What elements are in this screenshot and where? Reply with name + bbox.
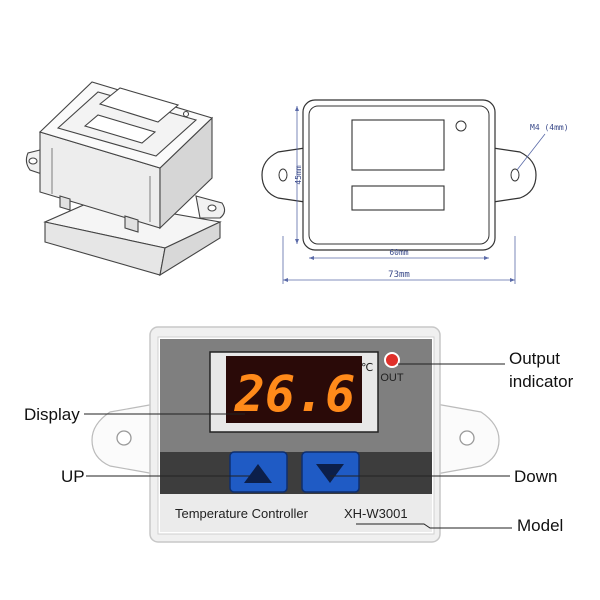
down-button[interactable] [301, 451, 360, 493]
model-number-label: XH-W3001 [344, 506, 408, 521]
panel-name-label: Temperature Controller [175, 506, 309, 521]
output-callout-line1: Output [509, 349, 560, 368]
output-callout-line2: indicator [509, 372, 574, 391]
overall-width-dimension-label: 73mm [388, 270, 410, 280]
housing-isometric-drawing [25, 81, 226, 277]
height-dimension-label: 45mm [294, 165, 303, 184]
screw-size-label: M4 (4mm) [530, 123, 569, 132]
output-indicator-led [384, 352, 400, 368]
out-label: OUT [380, 372, 404, 384]
up-callout: UP [61, 467, 85, 486]
width-dimension-label: 60mm [389, 248, 408, 257]
celsius-unit-symbol: ℃ [361, 361, 373, 374]
button-strip [160, 452, 432, 494]
model-callout: Model [517, 516, 563, 535]
temperature-readout: 26.6 [234, 365, 355, 423]
down-arrow-icon [316, 464, 344, 483]
front-view-technical-drawing: 45mm 60mm 73mm M4 (4mm) [261, 99, 569, 284]
callout-leaders [84, 363, 512, 529]
controller-photo: 26.6 ℃ OUT Temperature Controller XH-W30… [91, 326, 500, 543]
up-arrow-icon [244, 464, 272, 483]
down-callout: Down [514, 467, 557, 486]
led-display [226, 356, 362, 423]
up-button[interactable] [229, 451, 288, 493]
display-callout: Display [24, 405, 80, 424]
label-area [160, 494, 432, 532]
